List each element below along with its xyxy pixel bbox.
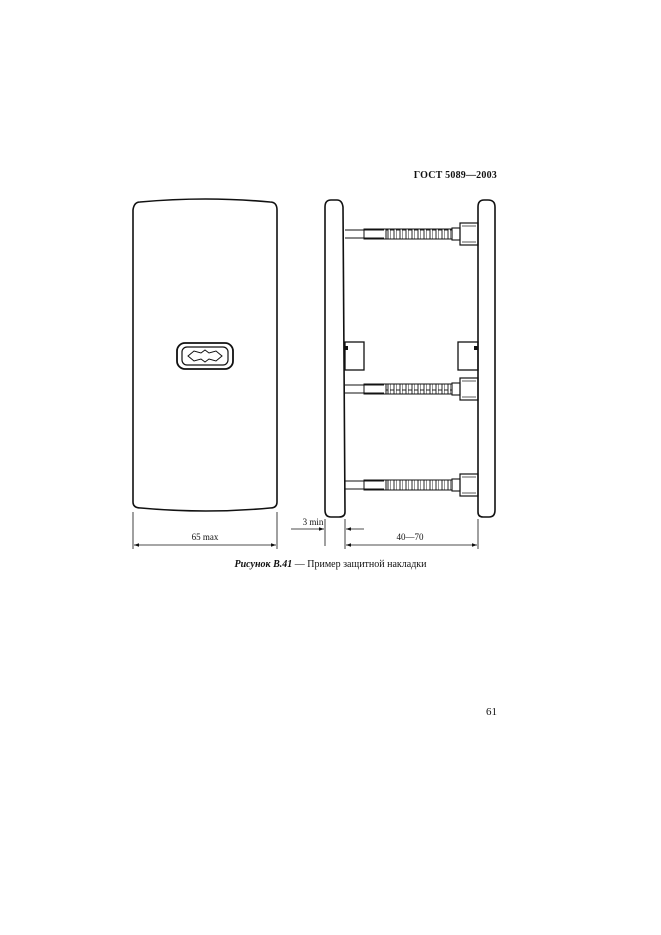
gap-dimension-label: 3 min	[303, 517, 324, 527]
caption-text: Пример защитной накладки	[307, 559, 427, 570]
standard-header: ГОСТ 5089—2003	[413, 170, 497, 181]
width-dimension-label: 65 max	[192, 532, 219, 542]
thickness-dimension-label: 40—70	[397, 532, 425, 542]
right-plate	[477, 199, 496, 518]
cylinder-opening-outer	[176, 342, 234, 370]
caption-separator: —	[292, 559, 308, 570]
screw-middle	[345, 377, 479, 401]
front-plate-outline	[132, 198, 278, 512]
screw-bottom	[345, 473, 479, 497]
left-plate	[324, 199, 346, 518]
right-cylinder-block	[457, 341, 479, 371]
page-number: 61	[486, 706, 497, 718]
screw-top	[345, 222, 479, 246]
left-cylinder-block	[344, 341, 365, 371]
cylinder-opening-inner	[181, 346, 229, 366]
keyhole-profile	[187, 349, 223, 363]
front-view: 65 max	[132, 198, 278, 549]
figure-caption: Рисунок В.41 — Пример защитной накладки	[0, 559, 661, 570]
figure-number: Рисунок В.41	[234, 559, 293, 570]
side-view: 3 min 40—70	[291, 199, 496, 549]
